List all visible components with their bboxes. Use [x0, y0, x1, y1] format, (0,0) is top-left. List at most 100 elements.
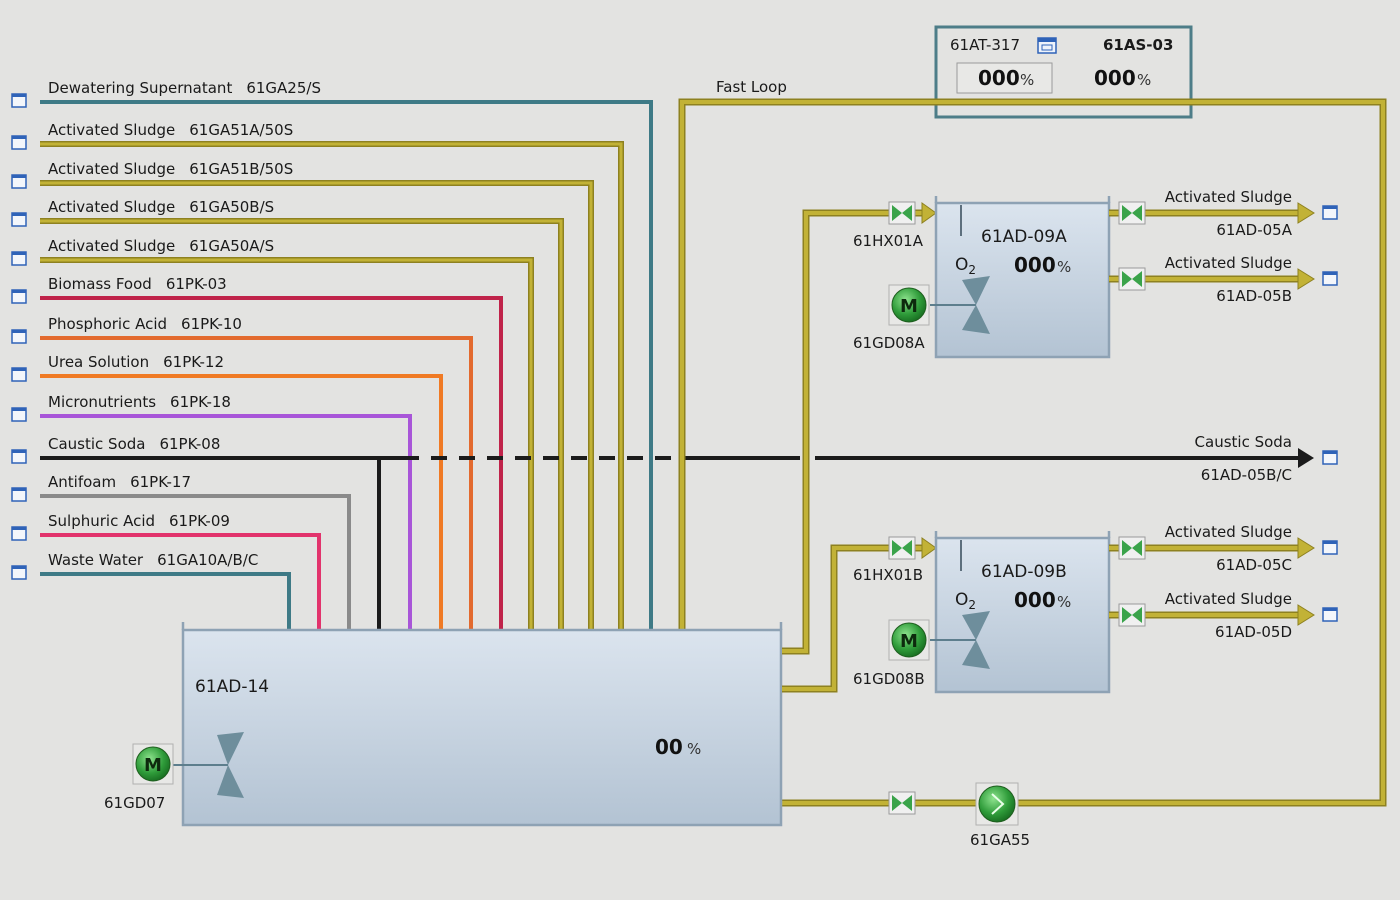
analyzer-frame	[934, 25, 1193, 119]
faceplate-icon[interactable]	[11, 251, 27, 266]
fast-loop-label: Fast Loop	[716, 78, 787, 96]
tank-b-tag: 61AD-09B	[981, 562, 1067, 582]
main-mixer-tag: 61GD07	[104, 794, 165, 812]
faceplate-icon[interactable]	[11, 93, 27, 108]
tank-b-unit: %	[1057, 593, 1071, 611]
main-motor[interactable]: M	[132, 743, 174, 785]
analyzer-left-value: 000	[978, 66, 1020, 90]
outlet-valve-4[interactable]	[1118, 603, 1146, 627]
main-tank-tag: 61AD-14	[195, 677, 269, 697]
faceplate-icon[interactable]	[11, 526, 27, 541]
outlet-tag-2: 61AD-05B/C	[1201, 466, 1292, 484]
analyzer-right-value: 000	[1094, 66, 1136, 90]
tank-a-mixer-blade-top	[962, 276, 990, 305]
outlet-name-4: Activated Sludge	[1165, 590, 1292, 608]
tank-a-value: 000	[1014, 253, 1056, 277]
outlet-2: Caustic Soda 61AD-05B/C	[1195, 433, 1338, 484]
tank-a-mixer-blade-bottom	[962, 305, 990, 334]
outlet-name-1: Activated Sludge	[1165, 254, 1292, 272]
faceplate-icon[interactable]	[11, 212, 27, 227]
recirc-valve[interactable]	[888, 791, 916, 815]
hx-a-tag: 61HX01A	[853, 232, 924, 250]
analyzer-right-tag: 61AS-03	[1103, 36, 1173, 54]
caustic-soda-transfer	[403, 448, 1314, 468]
tank-a-unit: %	[1057, 258, 1071, 276]
faceplate-icon[interactable]	[1322, 271, 1338, 286]
motor-icon	[891, 622, 927, 658]
outlet-tag-0: 61AD-05A	[1216, 221, 1292, 239]
outlet-tag-4: 61AD-05D	[1215, 623, 1292, 641]
main-tank-value: 00	[655, 735, 683, 759]
tank-a[interactable]: 61AD-09A O2 000 %	[930, 196, 1111, 359]
motor-icon	[891, 287, 927, 323]
analyzer-panel: 61AT-317 61AS-03 000 % 000 %	[934, 25, 1193, 119]
outlet-valve-3[interactable]	[1118, 536, 1146, 560]
faceplate-icon[interactable]	[11, 367, 27, 382]
hx-b-valve[interactable]	[888, 536, 916, 560]
faceplate-icon[interactable]	[11, 289, 27, 304]
outlet-valve-1[interactable]	[1118, 267, 1146, 291]
fast-loop: Fast Loop 61GA55	[678, 78, 1387, 849]
trend-icon[interactable]	[1037, 37, 1057, 54]
hx-b-tag: 61HX01B	[853, 566, 923, 584]
analyzer-left-tag: 61AT-317	[950, 36, 1020, 54]
main-tank[interactable]: 61AD-14 00 %	[173, 622, 783, 827]
fast-loop-pipe	[680, 100, 1385, 805]
faceplate-icon[interactable]	[11, 174, 27, 189]
outlet-name-2: Caustic Soda	[1195, 433, 1292, 451]
faceplate-icon[interactable]	[11, 487, 27, 502]
tank-b-motor[interactable]: M	[888, 619, 930, 661]
pump-icon	[978, 785, 1016, 823]
feed-lines	[40, 100, 662, 669]
tank-b-mixer-tag: 61GD08B	[853, 670, 925, 688]
feed-icons	[11, 93, 27, 580]
outlet-0: Activated Sludge 61AD-05A	[1109, 188, 1338, 239]
outlet-1: Activated Sludge 61AD-05B	[1109, 254, 1338, 305]
feed-line-6	[40, 336, 482, 669]
tank-b-value: 000	[1014, 588, 1056, 612]
analyzer-left-unit: %	[1020, 71, 1034, 89]
motor-icon	[135, 746, 171, 782]
analyzer-left-readout-box[interactable]	[956, 62, 1053, 94]
tank-a-feed: 61HX01A	[782, 201, 937, 655]
faceplate-icon[interactable]	[11, 565, 27, 580]
tank-b[interactable]: 61AD-09B O2 000 %	[930, 531, 1111, 694]
faceplate-icon[interactable]	[11, 407, 27, 422]
hx-a-valve[interactable]	[888, 201, 916, 225]
faceplate-icon[interactable]	[1322, 607, 1338, 622]
faceplate-icon[interactable]	[1322, 450, 1338, 465]
tank-b-mixer-blade-top	[962, 611, 990, 640]
faceplate-icon[interactable]	[1322, 540, 1338, 555]
tank-a-tag: 61AD-09A	[981, 227, 1067, 247]
outlet-name-0: Activated Sludge	[1165, 188, 1292, 206]
outlet-tag-1: 61AD-05B	[1216, 287, 1292, 305]
recirc-pump[interactable]	[975, 782, 1019, 826]
caustic-arrow	[1298, 448, 1314, 468]
tank-b-feed: 61HX01B	[782, 536, 937, 693]
faceplate-icon[interactable]	[11, 329, 27, 344]
tank-a-motor[interactable]: M	[888, 284, 930, 326]
outlet-valve-0[interactable]	[1118, 201, 1146, 225]
main-tank-body	[181, 628, 783, 827]
main-motor-label: M	[144, 755, 162, 776]
faceplate-icon[interactable]	[11, 135, 27, 150]
tank-b-mixer-blade-bottom	[962, 640, 990, 669]
outlet-tag-3: 61AD-05C	[1216, 556, 1292, 574]
faceplate-icon[interactable]	[1322, 205, 1338, 220]
faceplate-icon[interactable]	[11, 449, 27, 464]
